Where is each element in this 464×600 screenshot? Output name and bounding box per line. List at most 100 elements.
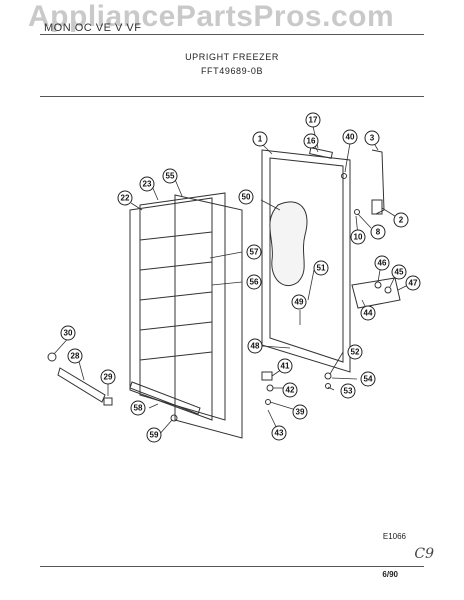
svg-text:17: 17 (309, 116, 318, 125)
svg-text:54: 54 (364, 375, 373, 384)
svg-text:2: 2 (399, 216, 404, 225)
door-outer-panel-rim (269, 157, 344, 363)
door-shelf (139, 231, 213, 241)
lower-hinge (261, 371, 273, 381)
callout-44: 44 (360, 305, 376, 321)
revision-date: 6/90 (382, 570, 398, 579)
svg-text:51: 51 (317, 264, 326, 273)
callout-43: 43 (271, 425, 287, 441)
handwritten-note: C9 (414, 546, 434, 562)
callout-2: 2 (393, 212, 409, 228)
callout-22: 22 (117, 190, 133, 206)
svg-text:58: 58 (134, 404, 143, 413)
door-shelf (139, 351, 213, 361)
svg-text:43: 43 (275, 429, 284, 438)
door-outer-panel (261, 149, 351, 373)
washer (265, 399, 271, 405)
svg-text:22: 22 (121, 194, 130, 203)
model-line: MON OC VE V VF (44, 22, 142, 34)
latch-part (374, 281, 382, 289)
svg-text:28: 28 (71, 352, 80, 361)
callout-39: 39 (292, 404, 308, 420)
svg-text:48: 48 (251, 342, 260, 351)
door-bottom-trim (129, 381, 201, 415)
title-rule (40, 96, 424, 97)
svg-text:47: 47 (409, 279, 418, 288)
callout-29: 29 (100, 369, 116, 385)
door-shelf (139, 291, 213, 301)
svg-text:41: 41 (281, 362, 290, 371)
callout-45: 45 (391, 264, 407, 280)
header-rule (40, 34, 424, 35)
callout-53: 53 (340, 383, 356, 399)
callout-56: 56 (246, 274, 262, 290)
diagram-code: E1066 (382, 532, 406, 541)
svg-text:39: 39 (296, 408, 305, 417)
leader-lines (53, 121, 413, 437)
callout-40: 40 (342, 129, 358, 145)
callout-42: 42 (282, 382, 298, 398)
callout-30: 30 (60, 325, 76, 341)
svg-text:57: 57 (250, 248, 259, 257)
door-shelf (139, 321, 213, 331)
callout-17: 17 (305, 112, 321, 128)
callout-48: 48 (247, 338, 263, 354)
door-seal-frame (174, 194, 243, 439)
svg-text:8: 8 (376, 228, 381, 237)
inner-door-liner (129, 197, 213, 421)
callout-28: 28 (67, 348, 83, 364)
callout-57: 57 (246, 244, 262, 260)
screw (341, 173, 347, 179)
clip (103, 397, 113, 406)
screw (170, 414, 178, 422)
callout-1: 1 (252, 131, 268, 147)
door-shelf (139, 261, 213, 271)
latch-part (384, 286, 392, 294)
callout-49: 49 (291, 294, 307, 310)
callout-54: 54 (360, 371, 376, 387)
svg-text:52: 52 (351, 348, 360, 357)
svg-text:53: 53 (344, 387, 353, 396)
trim-strip (309, 147, 333, 159)
callout-55: 55 (162, 168, 178, 184)
callout-50: 50 (238, 189, 254, 205)
callout-59: 59 (146, 427, 162, 443)
svg-text:42: 42 (286, 386, 295, 395)
watermark: AppliancePartsPros.com (28, 0, 395, 33)
page-title: UPRIGHT FREEZER (185, 52, 279, 62)
callout-8: 8 (370, 224, 386, 240)
svg-text:30: 30 (64, 329, 73, 338)
hinge-bracket (371, 199, 383, 215)
svg-text:29: 29 (104, 373, 113, 382)
callout-10: 10 (350, 229, 366, 245)
callout-16: 16 (303, 133, 319, 149)
svg-text:40: 40 (346, 133, 355, 142)
svg-text:44: 44 (364, 309, 373, 318)
latch-housing (351, 277, 401, 309)
door-handle (371, 149, 385, 215)
callout-46: 46 (374, 255, 390, 271)
callout-52: 52 (347, 344, 363, 360)
svg-text:50: 50 (242, 193, 251, 202)
svg-text:49: 49 (295, 298, 304, 307)
kick-plate (57, 367, 106, 403)
svg-text:59: 59 (150, 431, 159, 440)
callout-23: 23 (139, 176, 155, 192)
svg-text:1: 1 (258, 135, 263, 144)
callout-58: 58 (130, 400, 146, 416)
callout-3: 3 (364, 130, 380, 146)
model-number: FFT49689-0B (200, 66, 264, 76)
svg-text:10: 10 (354, 233, 363, 242)
hinge-pin (266, 384, 274, 392)
svg-text:23: 23 (143, 180, 152, 189)
clip (47, 352, 57, 362)
callout-47: 47 (405, 275, 421, 291)
svg-text:45: 45 (395, 268, 404, 277)
screw (354, 209, 360, 215)
svg-text:55: 55 (166, 172, 175, 181)
callout-41: 41 (277, 358, 293, 374)
washer (324, 372, 332, 380)
washer (325, 383, 331, 389)
svg-text:16: 16 (307, 137, 316, 146)
